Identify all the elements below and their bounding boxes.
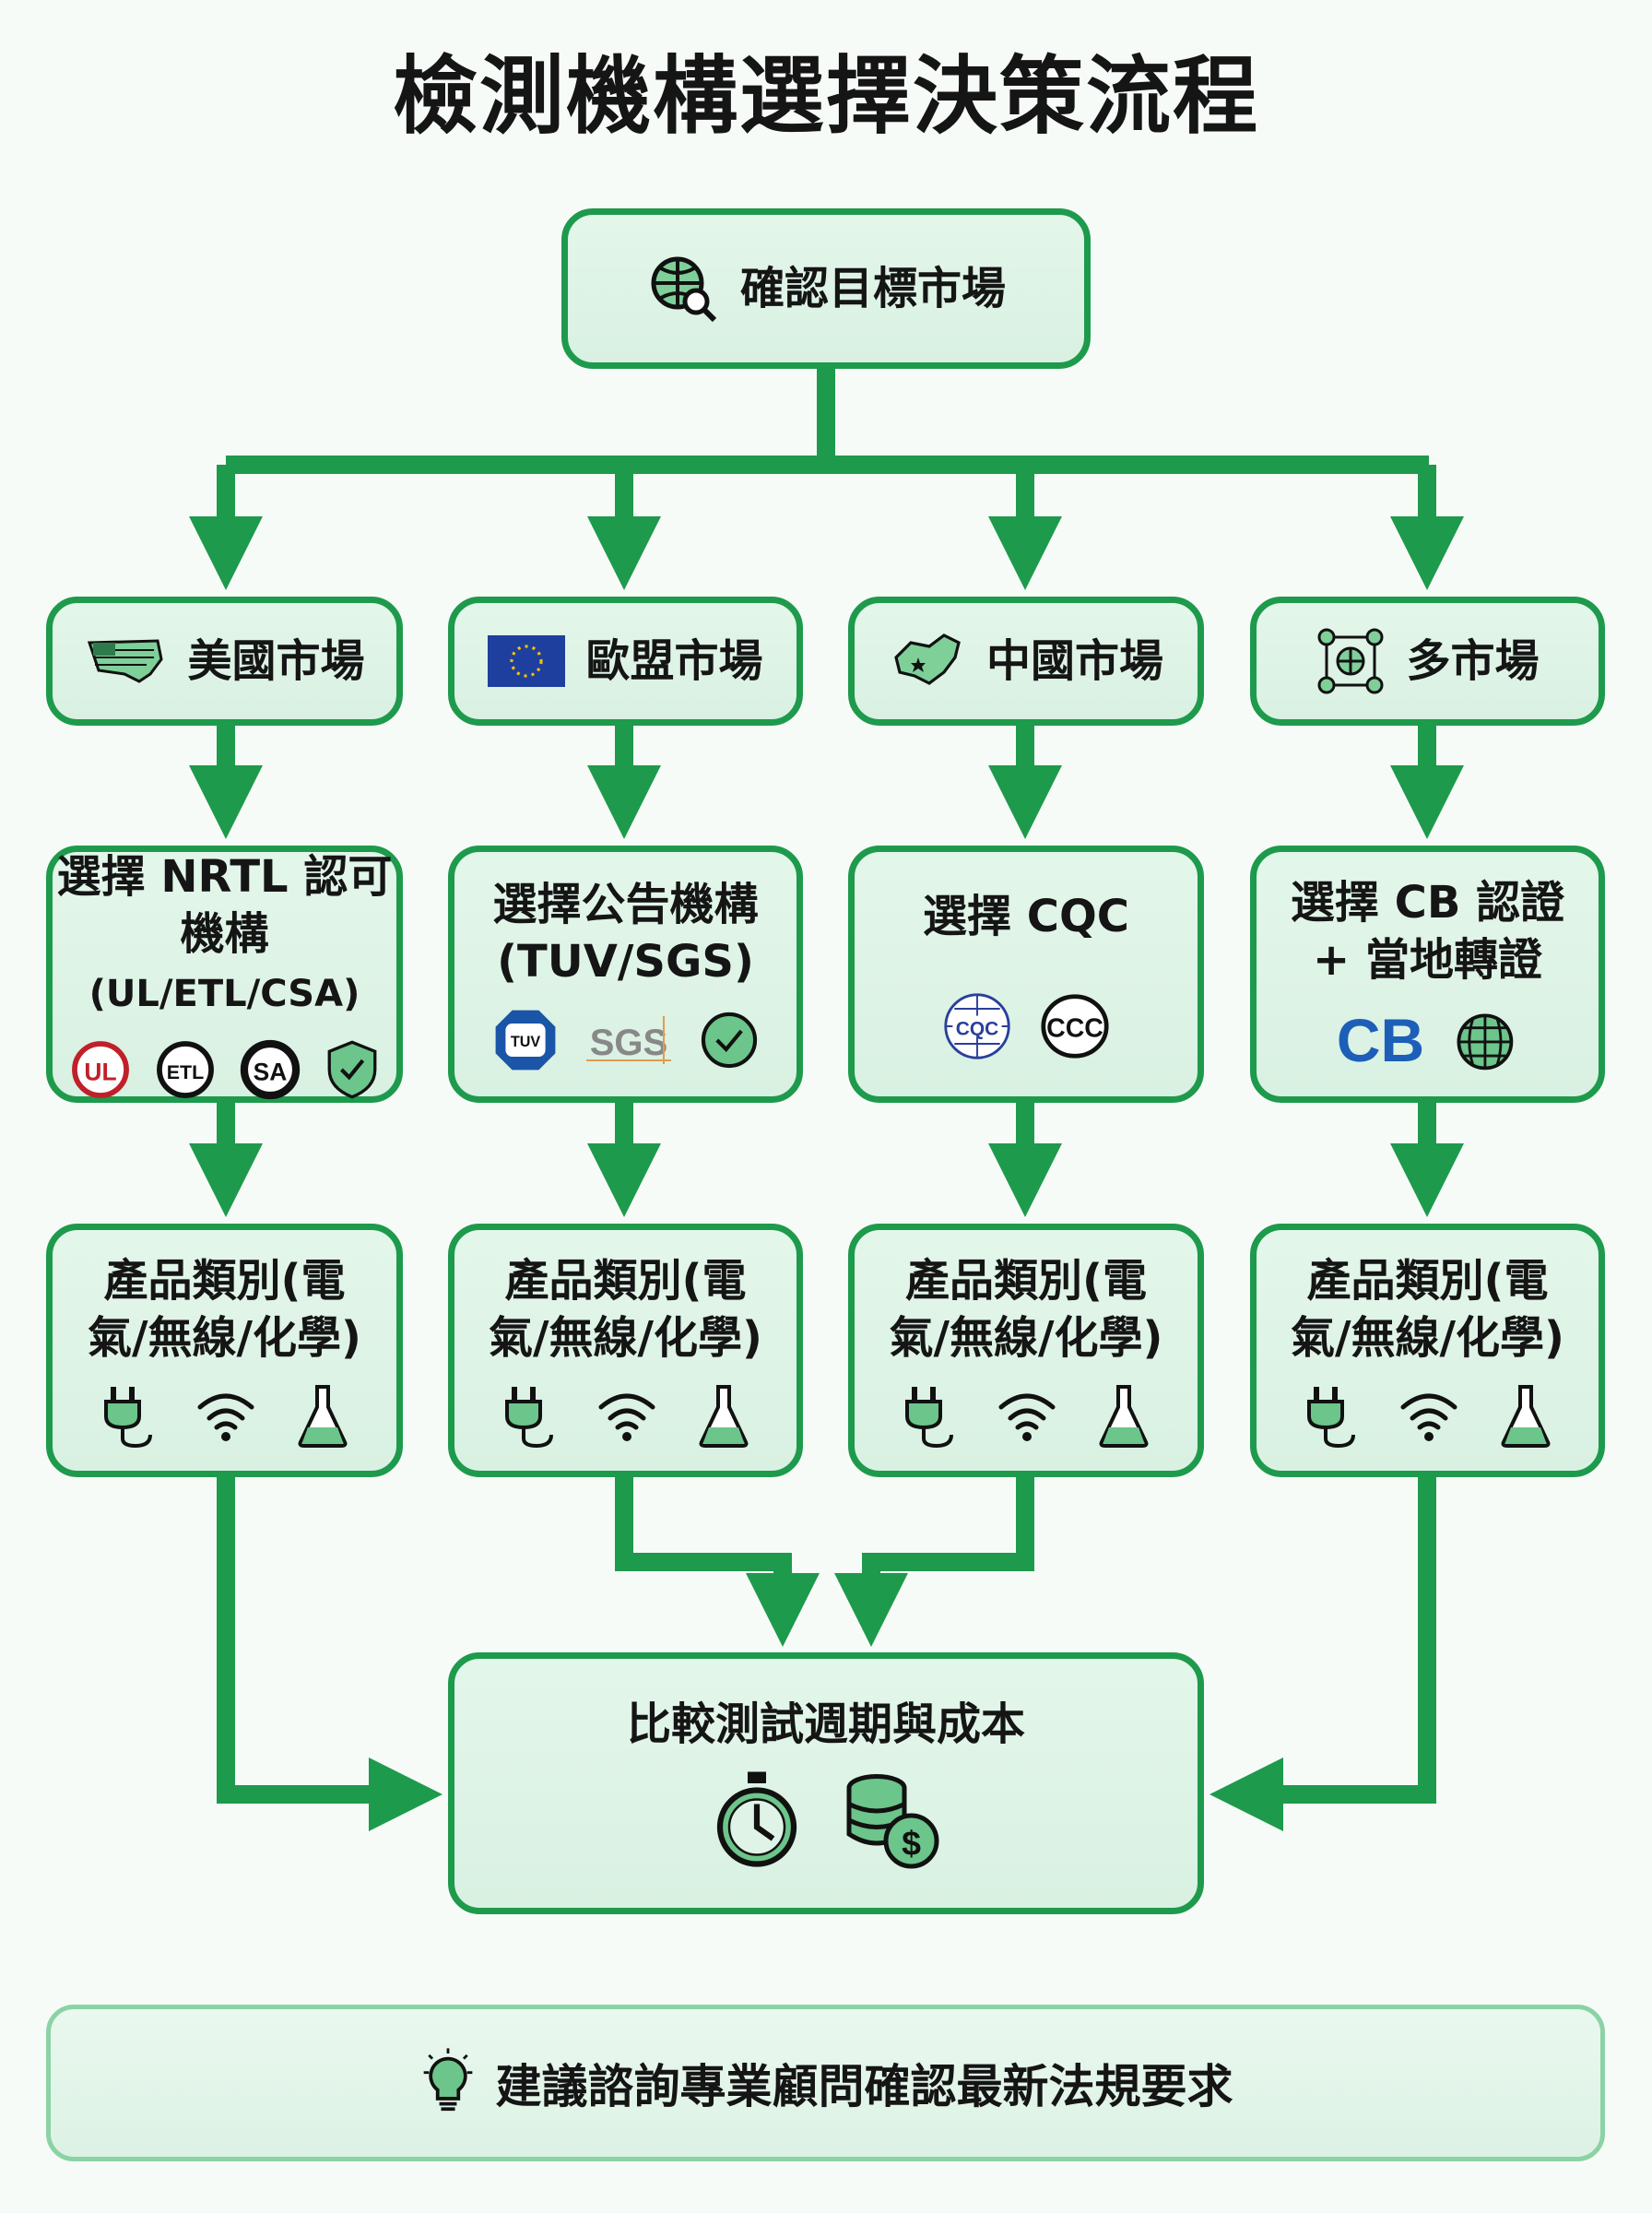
flask-icon [1501, 1384, 1550, 1448]
ccc-logo-icon: CCC [1041, 993, 1109, 1059]
plug-icon [905, 1386, 953, 1448]
svg-text:SA: SA [253, 1059, 287, 1086]
market-multi: 多市場 [1250, 597, 1605, 726]
product-category-node: 產品類別(電 氣/無線/化學) [848, 1224, 1204, 1477]
category-line2: 氣/無線/化學) [1290, 1311, 1564, 1364]
category-line2: 氣/無線/化學) [889, 1311, 1163, 1364]
wifi-icon [197, 1393, 254, 1441]
plug-icon [103, 1386, 152, 1448]
sgs-logo-icon: SGS [585, 1015, 671, 1064]
svg-text:TUV: TUV [510, 1034, 540, 1050]
csa-logo-icon: SA [240, 1039, 300, 1100]
category-line2: 氣/無線/化學) [87, 1311, 361, 1364]
etl-logo-icon: ETL [156, 1041, 214, 1098]
select-cb-node: 選擇 CB 認證 + 當地轉證 CB [1250, 846, 1605, 1103]
shield-check-icon [327, 1040, 376, 1099]
category-line1: 產品類別(電 [905, 1254, 1147, 1307]
flask-icon [699, 1384, 748, 1448]
node-line2: 機構 [180, 908, 269, 960]
market-label: 多市場 [1406, 635, 1540, 687]
svg-text:SGS: SGS [589, 1023, 667, 1063]
wifi-icon [998, 1393, 1056, 1441]
coins-dollar-icon: $ [846, 1774, 939, 1869]
svg-text:$: $ [902, 1824, 921, 1863]
select-cqc-node: 選擇 CQC CQC CCC [848, 846, 1204, 1103]
node-line2-abbr: (UL/ETL/CSA) [88, 973, 360, 1015]
advice-banner: 建議諮詢專業顧問確認最新法規要求 [46, 2005, 1605, 2161]
cqc-logo-icon: CQC [944, 992, 1010, 1059]
check-circle-icon [701, 1012, 757, 1068]
globe-search-icon [651, 256, 717, 323]
select-nrtl-node: 選擇 NRTL 認可 機構 (UL/ETL/CSA) UL ETL SA [46, 846, 403, 1103]
start-node: 確認目標市場 [561, 208, 1091, 369]
svg-text:ETL: ETL [166, 1061, 204, 1083]
market-label: 歐盟市場 [585, 635, 763, 687]
start-label: 確認目標市場 [739, 263, 1006, 314]
svg-text:UL: UL [84, 1059, 116, 1086]
market-usa: 美國市場 [46, 597, 403, 726]
compare-node: 比較測試週期與成本 $ [448, 1652, 1204, 1914]
product-category-node: 產品類別(電 氣/無線/化學) [1250, 1224, 1605, 1477]
node-line1: 選擇 CQC [923, 890, 1129, 942]
ul-logo-icon: UL [71, 1041, 129, 1098]
market-label: 美國市場 [187, 635, 365, 687]
product-category-node: 產品類別(電 氣/無線/化學) [448, 1224, 803, 1477]
wifi-icon [1400, 1393, 1457, 1441]
node-line2: + 當地轉證 [1313, 933, 1542, 986]
stopwatch-icon [716, 1771, 797, 1867]
market-china: 中國市場 [848, 597, 1204, 726]
select-notified-body-node: 選擇公告機構 (TUV/SGS) TUV SGS [448, 846, 803, 1103]
flask-icon [1099, 1384, 1149, 1448]
svg-text:CQC: CQC [956, 1018, 998, 1039]
compare-label: 比較測試週期與成本 [626, 1698, 1025, 1750]
lightbulb-icon [423, 2048, 472, 2112]
node-line2: (TUV/SGS) [497, 935, 754, 988]
category-line1: 產品類別(電 [1306, 1254, 1549, 1307]
node-line1: 選擇公告機構 [492, 878, 759, 930]
eu-flag-icon [488, 635, 566, 687]
page-title: 檢測機構選擇決策流程 [392, 47, 1259, 146]
node-line1: 選擇 CB 認證 [1290, 876, 1565, 929]
tuv-logo-icon: TUV [495, 1010, 555, 1070]
wifi-icon [598, 1393, 655, 1441]
china-map-icon [894, 633, 961, 685]
category-line2: 氣/無線/化學) [488, 1311, 762, 1364]
plug-icon [1306, 1386, 1355, 1448]
product-category-node: 產品類別(電 氣/無線/化學) [46, 1224, 403, 1477]
market-label: 中國市場 [985, 635, 1163, 687]
cb-logo: CB [1336, 1005, 1425, 1074]
plug-icon [504, 1386, 553, 1448]
network-globe-icon [1317, 628, 1384, 694]
market-eu: 歐盟市場 [448, 597, 803, 726]
category-line1: 產品類別(電 [103, 1254, 346, 1307]
usa-map-flag-icon [88, 639, 164, 683]
category-line1: 產品類別(電 [504, 1254, 747, 1307]
svg-text:CCC: CCC [1046, 1013, 1103, 1043]
flask-icon [298, 1384, 347, 1448]
globe-exchange-icon [1457, 1013, 1514, 1070]
node-line1: 選擇 NRTL 認可 [56, 851, 393, 903]
advice-text: 建議諮詢專業顧問確認最新法規要求 [495, 2060, 1233, 2113]
